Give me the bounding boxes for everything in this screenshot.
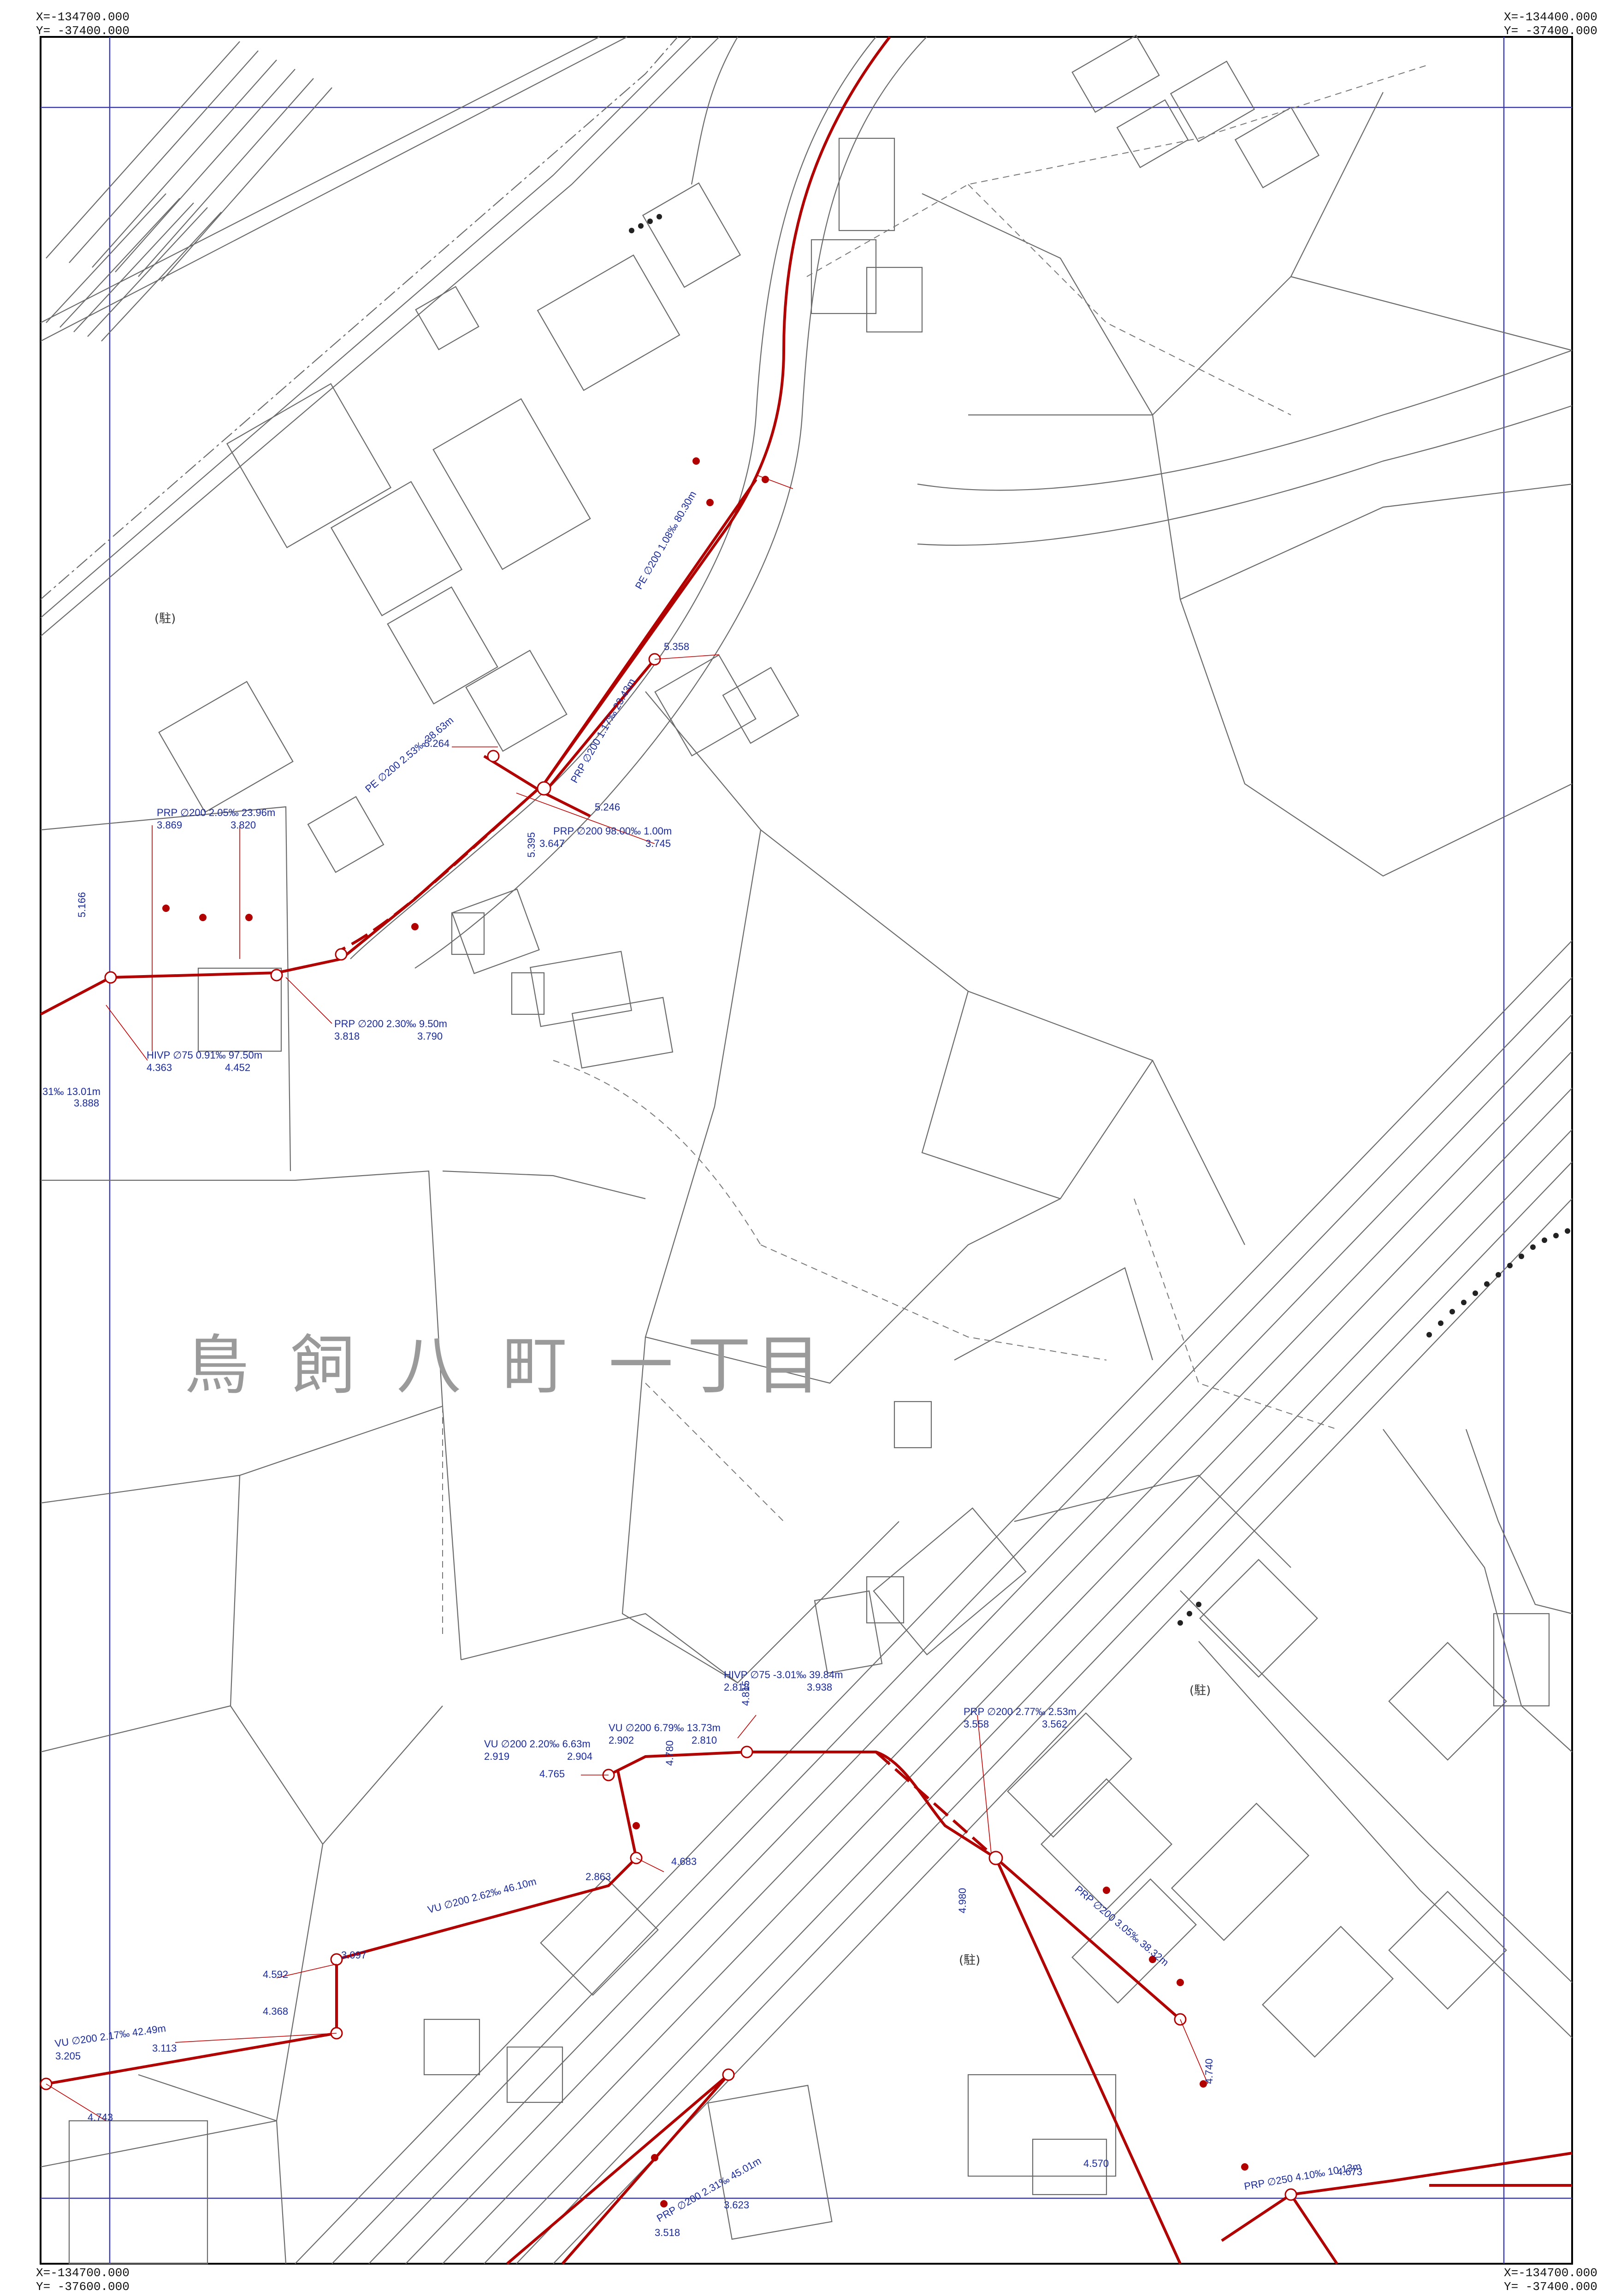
svg-text:4.740: 4.740 bbox=[1203, 2059, 1215, 2084]
sewer-network[interactable] bbox=[40, 36, 1573, 2265]
svg-text:PRP ∅200 2.30‰ 9.50m: PRP ∅200 2.30‰ 9.50m bbox=[334, 1018, 447, 1030]
svg-text:2.863: 2.863 bbox=[586, 1871, 611, 1882]
svg-text:2.818: 2.818 bbox=[724, 1681, 749, 1693]
svg-text:3.097: 3.097 bbox=[341, 1949, 367, 1961]
svg-text:5.246: 5.246 bbox=[595, 801, 620, 813]
coord-x: X=-134700.000 bbox=[36, 10, 130, 24]
svg-text:4.363: 4.363 bbox=[147, 1062, 172, 1073]
svg-text:3.558: 3.558 bbox=[964, 1718, 989, 1730]
svg-text:VU ∅200 2.20‰ 6.63m: VU ∅200 2.20‰ 6.63m bbox=[484, 1738, 591, 1750]
dotted-boundary bbox=[629, 214, 1570, 1626]
svg-text:PRP ∅200 2.31‰ 45.01m: PRP ∅200 2.31‰ 45.01m bbox=[655, 2155, 763, 2224]
coord-x: X=-134700.000 bbox=[36, 2266, 130, 2280]
svg-text:4.452: 4.452 bbox=[225, 1062, 250, 1073]
coordinate-grid bbox=[41, 37, 1572, 2264]
svg-text:(駐): (駐) bbox=[959, 1953, 980, 1967]
svg-text:3.869: 3.869 bbox=[157, 819, 182, 831]
coord-x: X=-134700.000 bbox=[1504, 2266, 1597, 2280]
svg-text:飼: 飼 bbox=[290, 1328, 355, 1403]
svg-text:八: 八 bbox=[396, 1328, 461, 1403]
coord-x: X=-134400.000 bbox=[1504, 10, 1597, 24]
service-connections bbox=[162, 457, 1248, 2207]
svg-text:(駐): (駐) bbox=[154, 612, 176, 626]
coord-y: Y= -37600.000 bbox=[36, 2280, 130, 2294]
svg-text:4.980: 4.980 bbox=[957, 1888, 968, 1913]
coord-y: Y= -37400.000 bbox=[1504, 2280, 1597, 2294]
svg-text:PRP ∅200 98.00‰ 1.00m: PRP ∅200 98.00‰ 1.00m bbox=[553, 825, 672, 837]
svg-text:4.815: 4.815 bbox=[740, 1681, 751, 1706]
svg-text:一: 一 bbox=[609, 1328, 673, 1403]
svg-text:5.358: 5.358 bbox=[664, 641, 689, 652]
corner-coords-bottom-left: X=-134700.000 Y= -37600.000 bbox=[36, 2266, 130, 2294]
svg-text:3.938: 3.938 bbox=[807, 1681, 832, 1693]
parking-marks: (駐) (駐) (駐) bbox=[154, 612, 1211, 1967]
svg-text:5.395: 5.395 bbox=[526, 832, 537, 858]
svg-text:PRP ∅200 2.77‰ 2.53m: PRP ∅200 2.77‰ 2.53m bbox=[964, 1706, 1077, 1717]
svg-text:PE ∅200 2.53‰ 38.63m: PE ∅200 2.53‰ 38.63m bbox=[363, 714, 455, 795]
svg-text:3.113: 3.113 bbox=[152, 2042, 177, 2054]
svg-text:2.904: 2.904 bbox=[567, 1751, 592, 1762]
svg-text:鳥: 鳥 bbox=[184, 1328, 249, 1403]
coord-y: Y= -37400.000 bbox=[1504, 24, 1597, 38]
svg-text:3.205: 3.205 bbox=[55, 2050, 81, 2062]
svg-text:3.647: 3.647 bbox=[539, 838, 565, 849]
leader-lines bbox=[46, 474, 1208, 2121]
svg-text:4.570: 4.570 bbox=[1083, 2158, 1109, 2169]
coord-y: Y= -37400.000 bbox=[36, 24, 130, 38]
svg-text:2.810: 2.810 bbox=[692, 1734, 717, 1746]
property-lines bbox=[442, 64, 1430, 1637]
corner-coords-bottom-right: X=-134700.000 Y= -37400.000 bbox=[1504, 2266, 1597, 2294]
svg-text:3.888: 3.888 bbox=[74, 1097, 99, 1109]
svg-text:4.743: 4.743 bbox=[88, 2112, 113, 2123]
svg-text:丁: 丁 bbox=[687, 1328, 751, 1403]
svg-text:31‰ 13.01m: 31‰ 13.01m bbox=[42, 1086, 101, 1097]
svg-text:PRP ∅200 1.17‰ 23.43m: PRP ∅200 1.17‰ 23.43m bbox=[568, 676, 638, 785]
svg-text:4.683: 4.683 bbox=[671, 1856, 697, 1867]
svg-text:4.368: 4.368 bbox=[263, 2006, 288, 2017]
svg-text:3.790: 3.790 bbox=[417, 1030, 443, 1042]
svg-text:3.745: 3.745 bbox=[645, 838, 671, 849]
svg-text:町: 町 bbox=[503, 1328, 567, 1403]
svg-text:目: 目 bbox=[756, 1328, 821, 1403]
svg-text:HIVP ∅75 -3.01‰ 39.84m: HIVP ∅75 -3.01‰ 39.84m bbox=[724, 1669, 843, 1681]
manholes[interactable] bbox=[40, 653, 1297, 2201]
svg-text:3.820: 3.820 bbox=[231, 819, 256, 831]
svg-text:VU ∅200 2.17‰ 42.49m: VU ∅200 2.17‰ 42.49m bbox=[54, 2022, 166, 2049]
svg-text:PRP ∅200 2.05‰ 23.96m: PRP ∅200 2.05‰ 23.96m bbox=[157, 807, 275, 818]
corner-coords-top-left: X=-134700.000 Y= -37400.000 bbox=[36, 10, 130, 38]
map-frame bbox=[40, 36, 1573, 2265]
svg-text:3.562: 3.562 bbox=[1042, 1718, 1067, 1730]
svg-text:PRP ∅200 3.05‰ 38.32m: PRP ∅200 3.05‰ 38.32m bbox=[1073, 1883, 1171, 1969]
svg-text:4.780: 4.780 bbox=[664, 1740, 675, 1766]
svg-text:4.673: 4.673 bbox=[1337, 2166, 1362, 2178]
svg-text:4.592: 4.592 bbox=[263, 1969, 288, 1980]
svg-text:2.902: 2.902 bbox=[609, 1734, 634, 1746]
svg-text:(駐): (駐) bbox=[1189, 1684, 1211, 1698]
corner-coords-top-right: X=-134400.000 Y= -37400.000 bbox=[1504, 10, 1597, 38]
svg-text:5.166: 5.166 bbox=[76, 892, 88, 917]
town-name: 鳥 飼 八 町 一 丁 目 bbox=[184, 1328, 821, 1403]
svg-text:3.818: 3.818 bbox=[334, 1030, 360, 1042]
svg-text:HIVP ∅75 0.91‰ 97.50m: HIVP ∅75 0.91‰ 97.50m bbox=[147, 1049, 262, 1061]
base-map bbox=[40, 35, 1573, 2265]
svg-text:VU ∅200 6.79‰ 13.73m: VU ∅200 6.79‰ 13.73m bbox=[609, 1722, 721, 1734]
svg-text:2.919: 2.919 bbox=[484, 1751, 509, 1762]
svg-text:5.264: 5.264 bbox=[424, 738, 450, 749]
svg-text:3.518: 3.518 bbox=[655, 2227, 680, 2238]
svg-text:3.623: 3.623 bbox=[724, 2199, 749, 2211]
svg-text:4.765: 4.765 bbox=[539, 1768, 565, 1780]
